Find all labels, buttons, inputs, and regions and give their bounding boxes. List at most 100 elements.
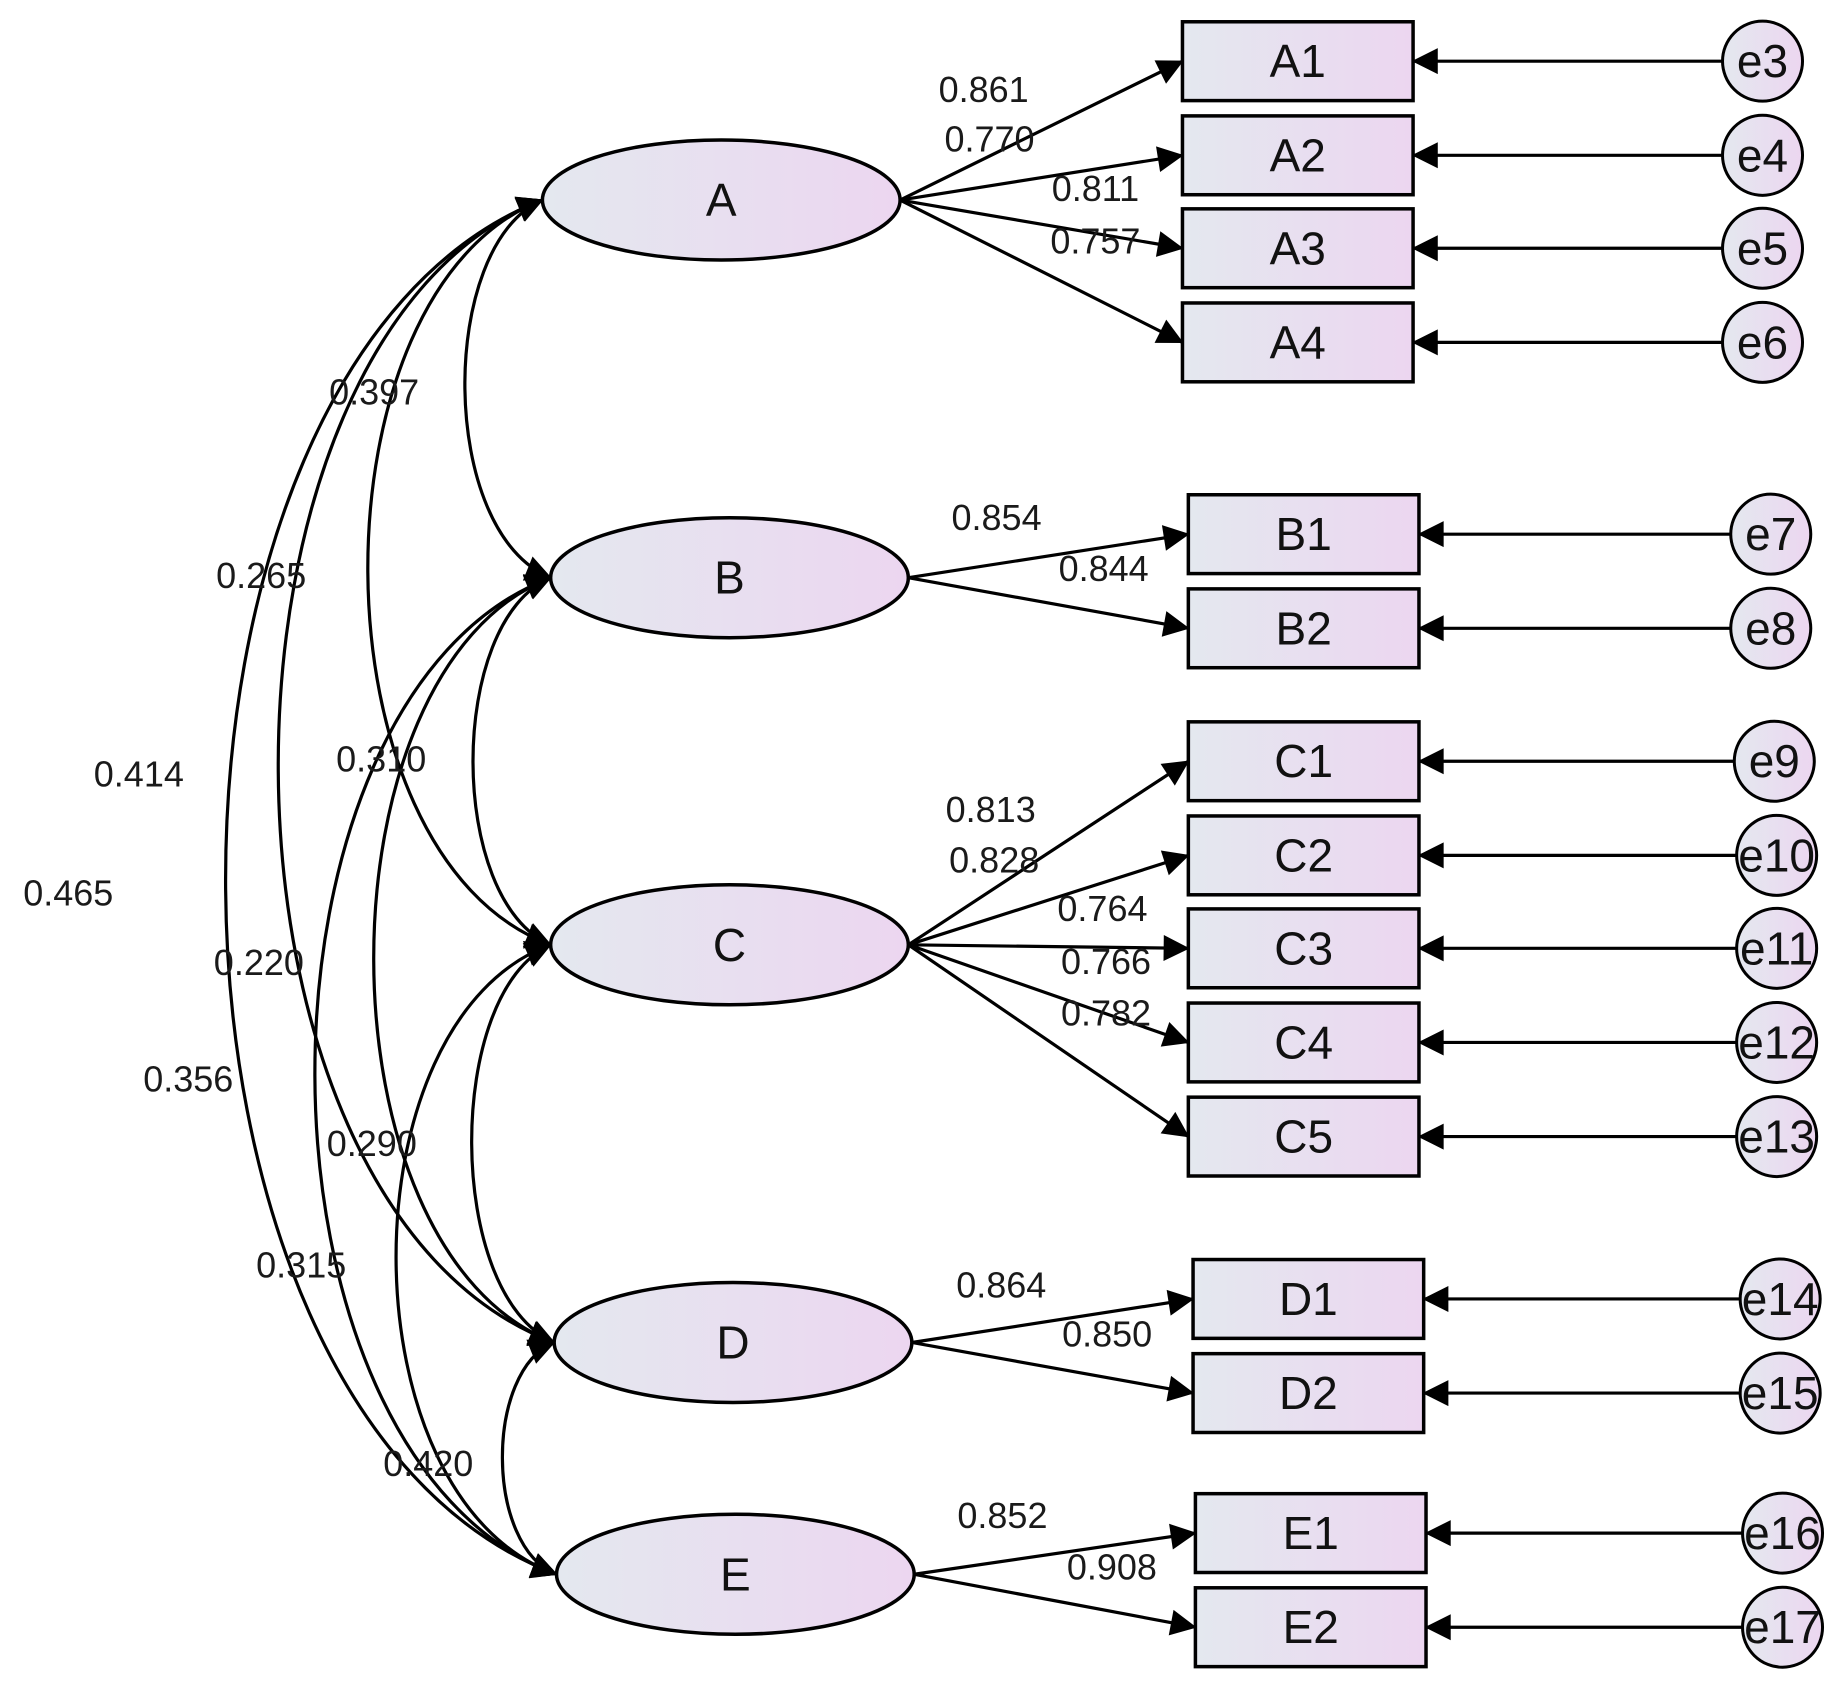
correlation-value-A-E: 0.465: [23, 873, 113, 914]
error-circle-e17: [1741, 1585, 1825, 1669]
error-label-e9: e9: [1749, 735, 1800, 787]
indicator-label-A1: A1: [1270, 35, 1326, 87]
loading-value-C2: 0.828: [949, 840, 1039, 881]
indicator-label-E2: E2: [1283, 1601, 1339, 1653]
indicator-label-C4: C4: [1274, 1016, 1333, 1068]
error-circle-e11: [1735, 906, 1819, 990]
indicator-label-B2: B2: [1276, 602, 1332, 654]
indicator-box-A1: [1180, 20, 1415, 103]
latent-ellipse-C: [548, 883, 911, 1007]
indicator-label-C5: C5: [1274, 1111, 1333, 1163]
indicator-box-D2: [1191, 1351, 1426, 1435]
error-circle-e8: [1729, 586, 1813, 670]
loading-value-C1: 0.813: [946, 789, 1036, 830]
correlation-arc-A-C: [366, 196, 552, 949]
error-circle-e7: [1729, 492, 1813, 576]
latent-label-E: E: [720, 1548, 751, 1600]
latent-label-C: C: [713, 919, 746, 971]
loading-arrow-C4: [907, 943, 1190, 1047]
correlation-arc-C-D: [470, 943, 556, 1345]
correlation-value-C-E: 0.315: [256, 1244, 346, 1285]
loading-value-A3: 0.811: [1052, 168, 1139, 209]
error-label-e12: e12: [1738, 1016, 1815, 1068]
loading-arrow-A2: [899, 146, 1184, 202]
indicator-box-A2: [1180, 114, 1415, 197]
error-label-e15: e15: [1742, 1367, 1819, 1419]
correlation-arc-A-E: [224, 196, 558, 1578]
error-circle-e12: [1735, 1000, 1819, 1084]
indicator-label-C1: C1: [1274, 735, 1333, 787]
indicator-label-E1: E1: [1283, 1507, 1339, 1559]
loading-value-C5: 0.782: [1061, 993, 1151, 1034]
latent-ellipse-E: [554, 1512, 916, 1637]
latent-ellipse-D: [552, 1280, 914, 1405]
correlation-arc-B-D: [372, 574, 556, 1346]
loading-value-D1: 0.864: [956, 1264, 1046, 1305]
indicator-box-B1: [1186, 493, 1421, 576]
loading-arrow-B1: [908, 525, 1190, 580]
indicator-box-B2: [1186, 587, 1421, 670]
loading-value-B2: 0.844: [1059, 548, 1149, 589]
indicator-box-C3: [1186, 907, 1421, 990]
nodes-layer: [540, 19, 1825, 1669]
error-circle-e3: [1721, 19, 1805, 103]
error-label-e5: e5: [1737, 222, 1788, 274]
loading-value-A4: 0.757: [1050, 221, 1140, 262]
loading-arrow-A1: [899, 59, 1184, 202]
correlation-arc-B-C: [471, 575, 552, 948]
correlation-value-A-B: 0.397: [329, 371, 419, 412]
loading-value-E1: 0.852: [957, 1495, 1047, 1536]
error-label-e13: e13: [1738, 1111, 1815, 1163]
loading-arrow-A4: [899, 198, 1184, 344]
loading-arrow-D1: [911, 1289, 1195, 1345]
loading-arrow-C5: [907, 943, 1190, 1138]
indicator-label-A3: A3: [1270, 222, 1326, 274]
indicator-box-D1: [1191, 1257, 1426, 1341]
loading-arrow-E1: [913, 1523, 1197, 1576]
correlation-value-B-E: 0.356: [143, 1058, 233, 1099]
correlation-value-A-C: 0.265: [216, 555, 306, 596]
loading-value-B1: 0.854: [952, 497, 1042, 538]
error-label-e4: e4: [1737, 129, 1788, 181]
loading-arrow-A3: [899, 198, 1184, 257]
correlation-arc-D-E: [500, 1339, 558, 1578]
error-label-e10: e10: [1738, 829, 1815, 881]
error-circle-e9: [1732, 719, 1816, 803]
error-label-e14: e14: [1742, 1273, 1819, 1325]
loading-arrow-C3: [908, 935, 1190, 962]
indicator-label-C2: C2: [1274, 829, 1333, 881]
error-circle-e16: [1741, 1491, 1825, 1575]
error-circle-e5: [1721, 206, 1805, 290]
error-label-e17: e17: [1744, 1601, 1821, 1653]
latent-label-A: A: [706, 174, 737, 226]
loading-arrow-C1: [907, 759, 1190, 947]
error-circle-e15: [1738, 1351, 1822, 1435]
indicator-box-A3: [1180, 207, 1415, 290]
error-circle-e13: [1735, 1095, 1819, 1179]
loading-value-C3: 0.764: [1057, 888, 1147, 929]
error-label-e7: e7: [1745, 508, 1796, 560]
error-circle-e6: [1721, 300, 1805, 384]
latent-ellipse-A: [540, 138, 902, 262]
indicator-box-C4: [1186, 1001, 1421, 1084]
latent-ellipse-B: [548, 515, 911, 640]
loading-arrow-B2: [908, 576, 1190, 637]
indicator-box-E1: [1193, 1491, 1428, 1575]
indicator-box-C5: [1186, 1095, 1421, 1178]
correlation-arc-B-E: [313, 574, 558, 1578]
loading-value-D2: 0.850: [1062, 1314, 1152, 1355]
loading-value-C4: 0.766: [1061, 941, 1151, 982]
correlation-value-A-D: 0.414: [94, 754, 184, 795]
loading-arrow-C2: [907, 850, 1190, 947]
loading-value-E2: 0.908: [1067, 1547, 1157, 1588]
error-circle-e4: [1721, 113, 1805, 197]
latent-label-D: D: [716, 1316, 749, 1368]
loading-arrow-D2: [911, 1340, 1195, 1402]
error-label-e16: e16: [1744, 1507, 1821, 1559]
indicator-box-A4: [1180, 301, 1415, 384]
correlation-value-D-E: 0.420: [383, 1443, 473, 1484]
correlation-arc-A-B: [463, 197, 552, 581]
error-label-e3: e3: [1737, 35, 1788, 87]
